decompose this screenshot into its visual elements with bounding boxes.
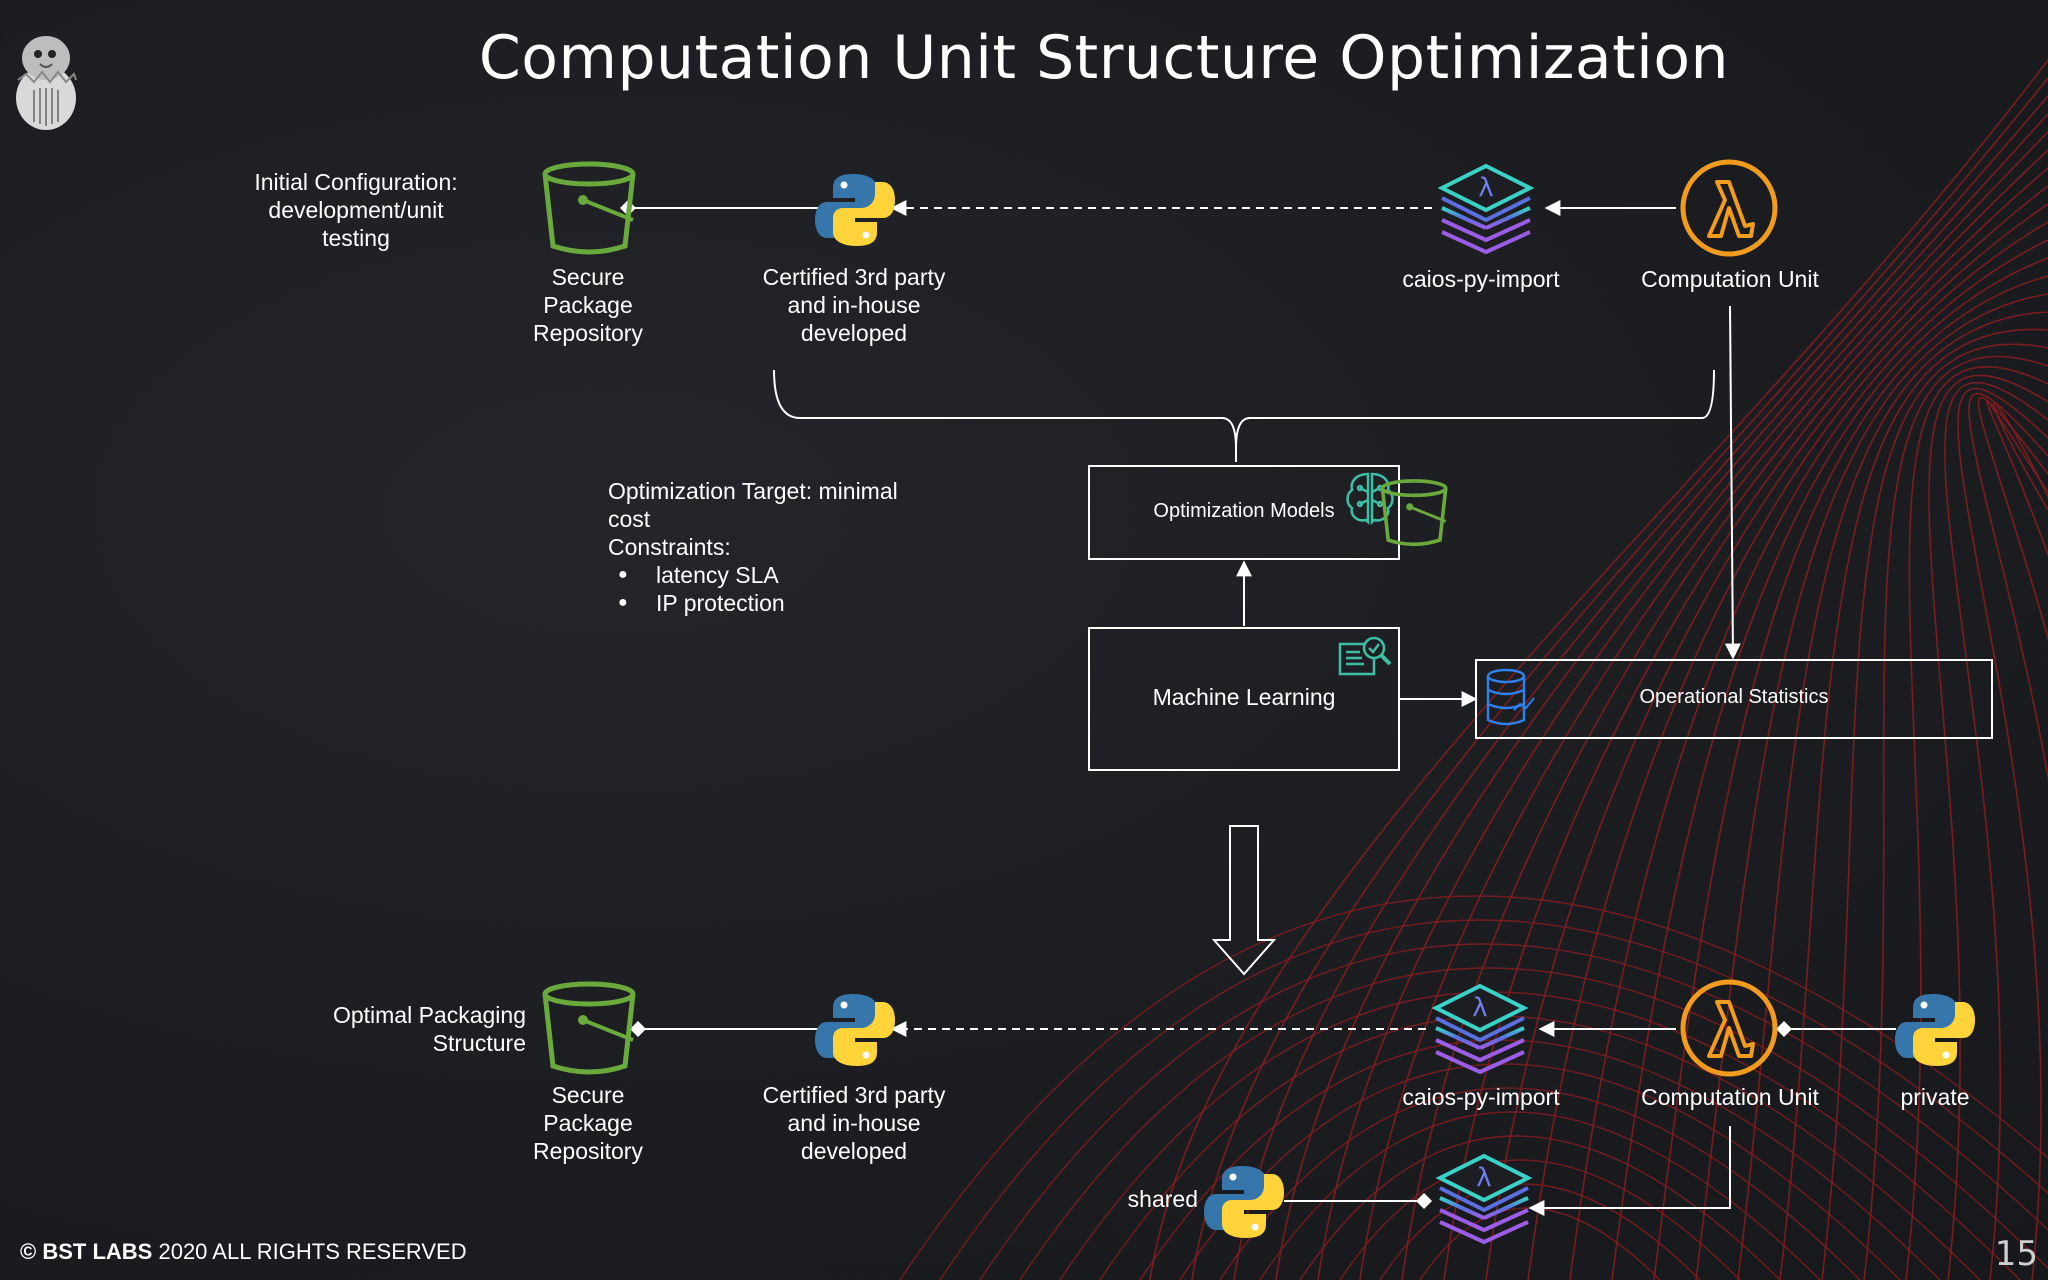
lambda-layers-icon [1434,984,1526,1074]
lambda-icon [1683,982,1775,1074]
decor-arc [1259,1111,1821,1280]
decor-curve [1992,402,2048,511]
list-item: latency SLA [608,561,988,589]
lambda-layers-icon [1440,164,1532,254]
decor-curve [1485,203,2048,1280]
decor-curve [1527,221,2048,1280]
optimization-models-box [1088,465,1400,560]
bucket-icon [545,164,633,252]
decor-arc [1339,1159,1741,1280]
optimization-target-text: Optimization Target: minimal cost Constr… [608,477,988,617]
computation-unit-label: Computation Unit [1641,266,1819,292]
decor-curve [1275,113,2048,1280]
decor-curve [1737,311,2048,1280]
document-search-icon [1338,636,1392,676]
bucket-icon [545,984,633,1072]
egg-hatchling-logo [16,36,77,130]
lambda-layers-icon [1438,1154,1530,1244]
decor-curve [1569,239,2048,1280]
list-item: IP protection [608,589,988,617]
decor-curve [1359,149,2048,1280]
decor-arc [1419,1207,1661,1280]
decor-curve [1317,131,2048,1280]
private-label: private [1900,1084,1970,1110]
caios-py-import-label: caios-py-import [1402,266,1560,292]
constraints-list: latency SLA IP protection [608,561,988,617]
decor-curve [1957,387,2048,1280]
database-icon [1486,668,1535,726]
decor-curve [1928,374,2048,1280]
decor-curve [1985,399,2048,556]
decor-curve [1149,59,2048,1280]
brain-circuit-icon [1346,472,1394,526]
computation-unit-label: Computation Unit [1641,1084,1819,1110]
decor-curve [1443,185,2048,1280]
python-icon [1895,994,1975,1066]
page-title: Computation Unit Structure Optimization [478,23,1730,93]
machine-learning-label: Machine Learning [1152,684,1336,710]
shared-label: shared [1127,1186,1198,1212]
decor-curve [1401,167,2048,1280]
python-icon [815,994,895,1066]
decor-curve [1863,355,2048,1280]
python-icon [1204,1166,1284,1238]
decor-curve [1944,382,2048,1280]
decor-curve [1233,95,2048,1280]
optimization-models-label: Optimization Models [1153,500,1335,522]
decor-arc [979,943,2048,1280]
decor-arc [1019,967,2048,1280]
decor-curve [1821,343,2048,1280]
decor-curve [1968,392,2048,782]
footer-copyright: © BST LABS 2020 ALL RIGHTS RESERVED [20,1239,467,1264]
page-number: 15 [1994,1234,2038,1274]
decor-curve [1653,275,2048,1280]
decor-arc [1219,1087,1861,1280]
operational-statistics-label: Operational Statistics [1639,686,1829,708]
decor-arc [899,895,2048,1280]
connector-unit-to-shared-import [1528,1126,1731,1216]
connector-unit-to-opstats [1724,305,1741,660]
big-down-arrow [1211,825,1277,976]
decor-curve [1611,257,2048,1280]
python-icon [815,174,895,246]
decor-arc [1299,1135,1781,1280]
caios-py-import-label: caios-py-import [1402,1084,1560,1110]
lambda-icon [1683,162,1775,254]
decor-arc [939,919,2048,1280]
decor-curve [1695,293,2048,1280]
grouping-brace [773,369,1715,462]
operational-statistics-box [1475,659,1993,739]
decor-curve [1779,328,2048,1280]
decor-arc [1379,1183,1701,1280]
decor-arc [1179,1063,1901,1280]
